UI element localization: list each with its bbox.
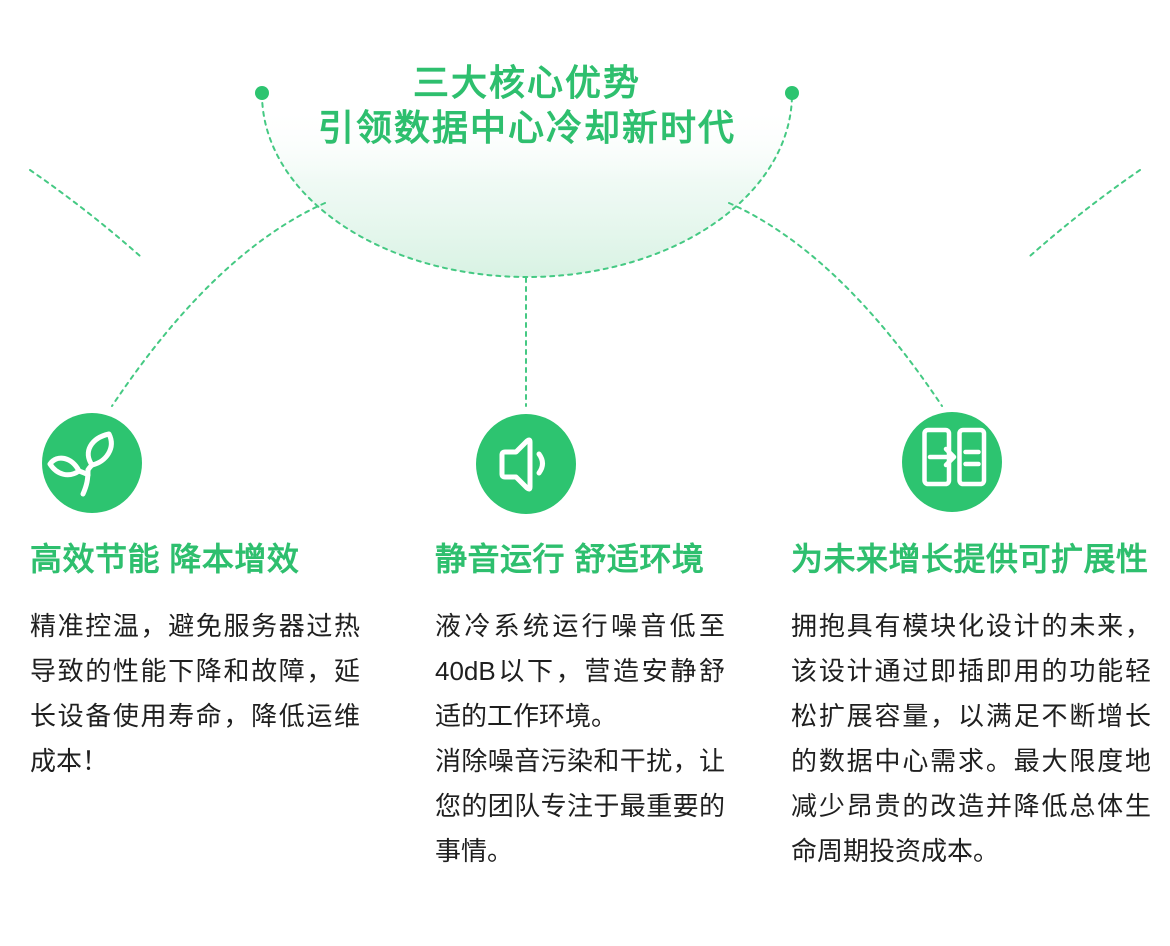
feature-paragraph: 液冷系统运行噪音低至40dB以下，营造安静舒适的工作环境。: [435, 611, 725, 731]
leaf-icon: [42, 413, 142, 513]
speaker-icon: [476, 414, 576, 514]
left-branch-dashed-line: [111, 202, 326, 407]
bowl-arc-dashed-line: [261, 93, 793, 278]
bowl-gradient-fill: [262, 94, 792, 277]
expand-panels-icon: [902, 412, 1002, 512]
feature-heading: 静音运行 舒适环境: [435, 541, 705, 577]
left-edge-dashed-line: [29, 169, 141, 257]
feature-card-energy: 高效节能 降本增效 精准控温，避免服务器过热导致的性能下降和故障，延长设备使用寿…: [30, 540, 360, 784]
right-branch-dashed-line: [728, 202, 943, 407]
left-anchor-dot: [255, 86, 269, 100]
right-edge-dashed-line: [1029, 169, 1141, 257]
right-anchor-dot: [785, 86, 799, 100]
feature-heading: 高效节能 降本增效: [30, 541, 300, 577]
feature-paragraph: 拥抱具有模块化设计的未来，该设计通过即插即用的功能轻松扩展容量，以满足不断增长的…: [791, 611, 1151, 866]
feature-paragraph: 精准控温，避免服务器过热导致的性能下降和故障，延长设备使用寿命，降低运维成本！: [30, 611, 360, 776]
feature-heading: 为未来增长提供可扩展性: [791, 541, 1149, 577]
feature-card-scalability: 为未来增长提供可扩展性 拥抱具有模块化设计的未来，该设计通过即插即用的功能轻松扩…: [791, 540, 1151, 874]
feature-card-quiet: 静音运行 舒适环境 液冷系统运行噪音低至40dB以下，营造安静舒适的工作环境。 …: [435, 540, 725, 874]
section-title-line1: 三大核心优势: [412, 62, 641, 103]
section-title-line2: 引领数据中心冷却新时代: [317, 107, 736, 148]
feature-paragraph: 消除噪音污染和干扰，让您的团队专注于最重要的事情。: [435, 746, 725, 866]
section-title: 三大核心优势 引领数据中心冷却新时代: [0, 60, 1054, 150]
